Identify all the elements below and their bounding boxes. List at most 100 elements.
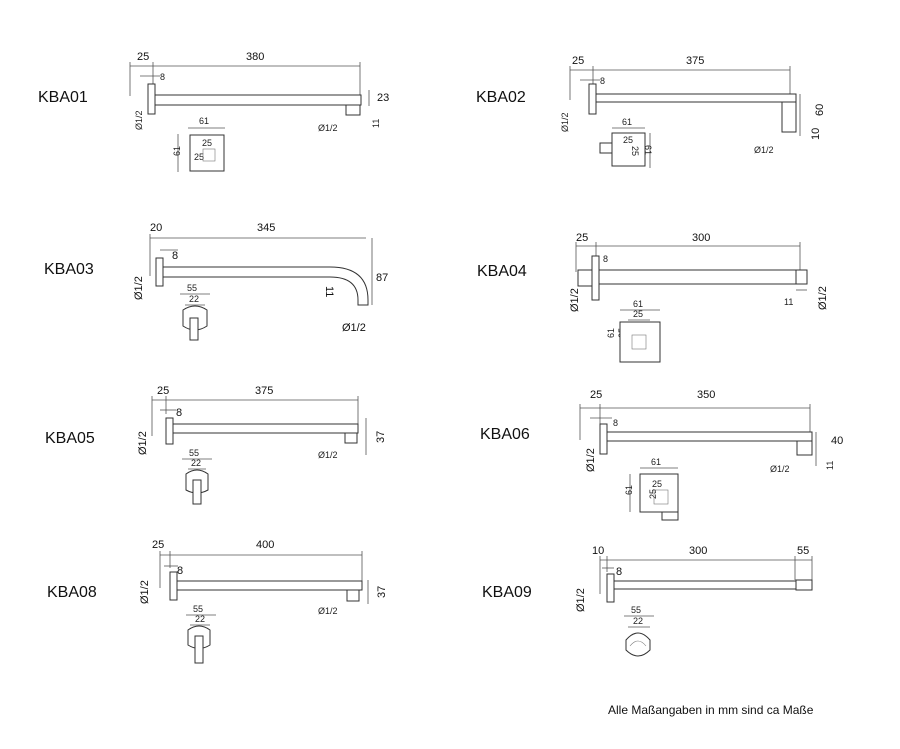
wall-offset-label: 25 <box>572 55 584 67</box>
wall-offset-label: 25 <box>152 539 164 551</box>
drop-label: 37 <box>376 586 388 598</box>
outlet-elbow <box>344 432 358 444</box>
wall-connector <box>577 269 593 287</box>
drawing-kba08: KBA08 25 400 8 37 Ø1/2 Ø1/2 55 22 <box>47 539 388 664</box>
thread-label-outlet: Ø1/2 <box>318 123 338 133</box>
drawing-kba04: KBA04 25 300 8 11 Ø1/2 Ø1/2 61 25 61 25 <box>477 232 829 363</box>
drop-label: 37 <box>375 431 387 443</box>
thread-label-inlet: Ø1/2 <box>569 288 581 312</box>
product-code: KBA04 <box>477 263 527 280</box>
thread-label-outlet: Ø1/2 <box>817 286 829 310</box>
plate-width-label: 55 <box>187 283 197 293</box>
wall-flange <box>155 257 164 287</box>
thread-label-outlet: Ø1/2 <box>318 450 338 460</box>
flange-label: 8 <box>176 407 182 419</box>
flange-label: 8 <box>603 254 608 264</box>
cover-plate <box>189 134 225 172</box>
shower-arm <box>598 269 808 285</box>
wall-offset-label: 10 <box>592 545 604 557</box>
product-code: KBA02 <box>476 89 526 106</box>
drawing-kba01: KBA01 25 380 8 23 11 Ø1/2 Ø1/2 61 61 25 … <box>38 51 389 172</box>
flange-label: 8 <box>172 250 178 262</box>
drawing-kba09: KBA09 10 300 55 8 Ø1/2 55 22 <box>482 545 813 657</box>
arm-length-label: 375 <box>686 55 704 67</box>
thread-label-inlet: Ø1/2 <box>575 588 587 612</box>
rosette-profile <box>625 632 651 657</box>
arm-length-label: 400 <box>256 539 274 551</box>
plate-width-label: 55 <box>193 604 203 614</box>
drop-label: 40 <box>831 435 843 447</box>
thread-label-inlet: Ø1/2 <box>133 276 145 300</box>
drawing-kba06: KBA06 25 350 8 40 11 Ø1/2 Ø1/2 61 61 25 … <box>480 389 843 521</box>
inner-width-label: 22 <box>191 458 201 468</box>
outlet-elbow <box>346 589 360 602</box>
arm-length-label: 300 <box>689 545 707 557</box>
outlet-elbow <box>796 440 813 456</box>
plate-width-label: 61 <box>622 117 632 127</box>
plate-width-label: 61 <box>651 457 661 467</box>
inner-width-label: 25 <box>623 135 633 145</box>
wall-flange <box>165 417 174 445</box>
wall-offset-label: 25 <box>590 389 602 401</box>
thread-label-inlet: Ø1/2 <box>137 431 149 455</box>
inner-width-label: 25 <box>202 138 212 148</box>
cover-plate <box>611 132 646 167</box>
thread-label-inlet: Ø1/2 <box>134 110 144 130</box>
inner-height-label: 25 <box>648 489 658 499</box>
shower-arm <box>154 94 362 106</box>
drawing-kba02: KBA02 25 375 8 60 10 Ø1/2 Ø1/2 61 61 25 … <box>476 55 826 168</box>
outlet-label: 11 <box>825 461 835 470</box>
inner-height-label: 25 <box>630 146 640 156</box>
footnote: Alle Maßangaben in mm sind ca Maße <box>608 703 814 717</box>
inner-width-label: 22 <box>633 616 643 626</box>
flange-label: 8 <box>600 76 605 86</box>
product-code: KBA08 <box>47 584 97 601</box>
shower-arm-curved <box>162 266 369 306</box>
outlet-label: 11 <box>784 297 793 307</box>
wall-offset-label: 20 <box>150 222 162 234</box>
inner-height-label: 25 <box>194 152 204 162</box>
shower-arm <box>172 423 359 434</box>
thread-label-inlet: Ø1/2 <box>585 448 597 472</box>
thread-label-outlet: Ø1/2 <box>770 464 790 474</box>
product-code: KBA03 <box>44 261 94 278</box>
thread-label-inlet: Ø1/2 <box>560 112 570 132</box>
shower-arm <box>176 580 363 591</box>
product-code: KBA01 <box>38 89 88 106</box>
arm-length-label: 300 <box>692 232 710 244</box>
inner-width-label: 22 <box>189 294 199 304</box>
plate-height-label: 61 <box>172 146 182 156</box>
shower-head-tip <box>795 579 813 591</box>
wall-flange <box>591 255 600 301</box>
flange-label: 8 <box>613 418 618 428</box>
arm-length-label: 380 <box>246 51 264 63</box>
arm-length-label: 345 <box>257 222 275 234</box>
flange-label: 8 <box>160 72 165 82</box>
outlet-elbow <box>345 104 361 116</box>
shower-arm <box>613 580 797 590</box>
shower-arm <box>595 93 797 103</box>
flange-label: 8 <box>616 566 622 578</box>
thread-label-outlet: Ø1/2 <box>342 322 366 334</box>
wall-offset-label: 25 <box>157 385 169 397</box>
product-code: KBA06 <box>480 426 530 443</box>
outlet-label: 11 <box>323 286 335 297</box>
flange-label: 8 <box>177 565 183 577</box>
cover-plate <box>639 473 679 513</box>
plate-height-label: 61 <box>643 145 653 155</box>
wall-flange <box>169 571 178 601</box>
cover-plate <box>619 321 661 363</box>
wall-flange <box>599 423 608 455</box>
inner-width-label: 25 <box>652 479 662 489</box>
wall-offset-label: 25 <box>576 232 588 244</box>
drop-label: 87 <box>376 272 388 284</box>
plate-width-label: 55 <box>631 605 641 615</box>
outlet-drop <box>781 101 797 133</box>
drawing-kba05: KBA05 25 375 8 37 Ø1/2 Ø1/2 55 22 <box>45 385 387 505</box>
arm-length-label: 350 <box>697 389 715 401</box>
plate-width-label: 55 <box>189 448 199 458</box>
thread-label-outlet: Ø1/2 <box>754 145 774 155</box>
thread-label-outlet: Ø1/2 <box>318 606 338 616</box>
arm-length-label: 375 <box>255 385 273 397</box>
